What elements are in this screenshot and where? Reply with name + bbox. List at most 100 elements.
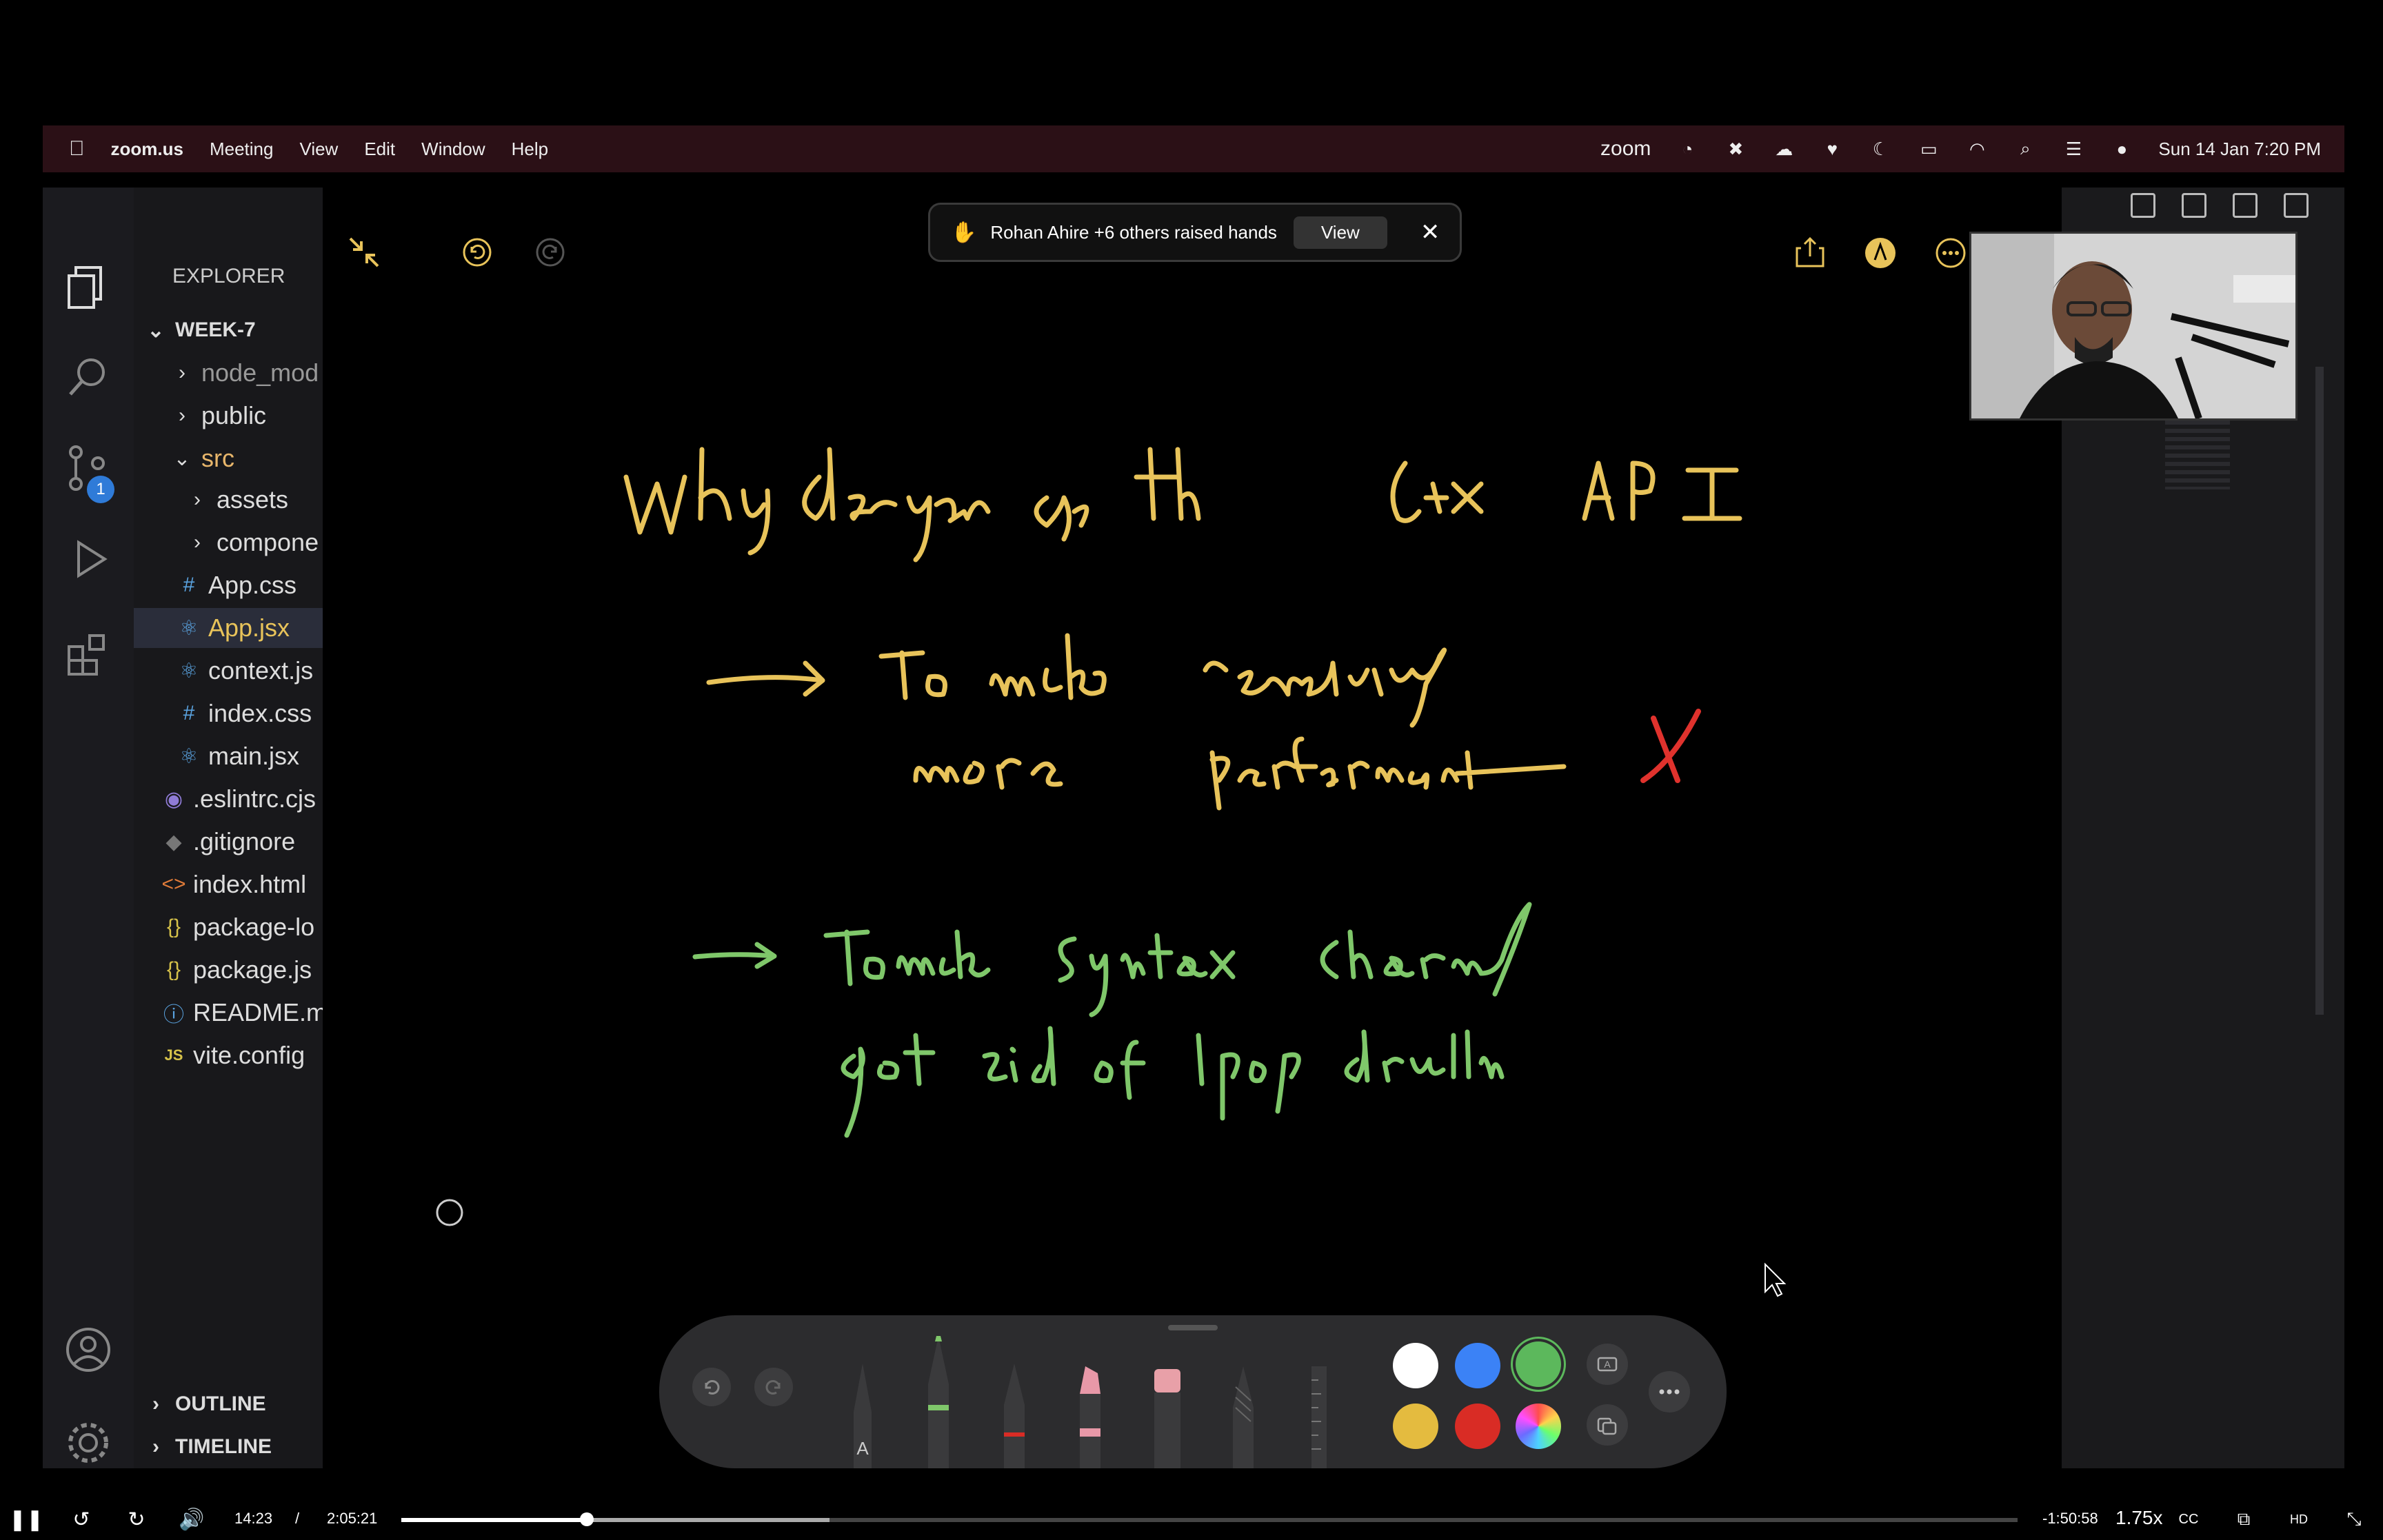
- playback-speed[interactable]: 1.75x: [2115, 1507, 2163, 1528]
- search-icon[interactable]: [63, 353, 113, 403]
- timeline-section[interactable]: ›TIMELINE: [142, 1427, 331, 1467]
- zoom-status-label[interactable]: zoom: [1600, 137, 1651, 160]
- color-swatch-white[interactable]: [1393, 1343, 1438, 1388]
- source-control-icon[interactable]: [63, 443, 119, 498]
- menu-meeting[interactable]: Meeting: [194, 138, 274, 159]
- markup-pen-icon[interactable]: [1863, 236, 1898, 270]
- tree-item-assets[interactable]: ›assets: [183, 480, 372, 520]
- tree-root-week-7[interactable]: ⌄WEEK-7: [142, 310, 331, 350]
- settings-gear-icon[interactable]: [63, 1418, 113, 1468]
- tree-item-main-jsx[interactable]: ⚛main.jsx: [175, 736, 364, 776]
- tree-item-index-html[interactable]: <>index.html: [160, 864, 349, 904]
- tree-item-eslintrc[interactable]: ◉.eslintrc.cjs: [160, 779, 349, 819]
- color-swatch-green-selected[interactable]: [1516, 1341, 1561, 1387]
- chevron-right-icon: ›: [179, 361, 185, 384]
- customize-layout-icon[interactable]: [2284, 193, 2309, 218]
- tree-item-gitignore[interactable]: ◆.gitignore: [160, 822, 349, 862]
- apple-icon[interactable]: : [69, 137, 85, 161]
- exit-fullscreen-icon[interactable]: ⤡: [2346, 1508, 2362, 1529]
- whiteboard-canvas[interactable]: [323, 188, 2062, 1468]
- app-tray-icon[interactable]: ✖: [1728, 138, 1744, 159]
- outline-section[interactable]: ›OUTLINE: [142, 1384, 331, 1424]
- tree-item-label: App.jsx: [208, 614, 290, 642]
- toggle-primary-sidebar-icon[interactable]: [2131, 193, 2155, 218]
- highlighter-tool-icon[interactable]: [1073, 1366, 1107, 1468]
- toggle-panel-icon[interactable]: [2182, 193, 2206, 218]
- menu-help[interactable]: Help: [496, 138, 548, 159]
- eraser-tool-icon[interactable]: [1150, 1366, 1185, 1468]
- color-picker-rainbow[interactable]: [1516, 1404, 1561, 1449]
- focus-moon-icon[interactable]: ☾: [1872, 138, 1889, 159]
- color-swatch-blue[interactable]: [1455, 1343, 1500, 1388]
- tree-item-src[interactable]: ⌄src: [168, 438, 357, 478]
- toolbar-redo-icon[interactable]: [753, 1366, 794, 1408]
- webcam-video[interactable]: [1969, 232, 2297, 421]
- presenter-video-image: [1971, 234, 2295, 418]
- menu-edit[interactable]: Edit: [348, 138, 395, 159]
- siri-icon[interactable]: ●: [2116, 138, 2128, 159]
- tree-item-app-jsx[interactable]: ⚛App.jsx: [134, 608, 323, 648]
- tree-item-components[interactable]: ›compone: [183, 523, 372, 563]
- run-debug-icon[interactable]: [63, 536, 113, 585]
- undo-icon[interactable]: [461, 236, 494, 269]
- volume-icon[interactable]: 🔊: [179, 1508, 205, 1531]
- progress-track[interactable]: [401, 1518, 2018, 1522]
- picture-in-picture-icon[interactable]: ⧉: [2237, 1508, 2251, 1529]
- minimap[interactable]: [2165, 421, 2230, 489]
- vpn-icon[interactable]: ♥: [1827, 138, 1838, 159]
- ruler-tool-icon[interactable]: [1309, 1366, 1329, 1468]
- menu-view[interactable]: View: [283, 138, 338, 159]
- tree-item-package-json[interactable]: {}package.js: [160, 950, 349, 990]
- tree-item-public[interactable]: ›public: [168, 396, 357, 436]
- collapse-icon[interactable]: [346, 234, 382, 270]
- toolbar-more-icon[interactable]: [1648, 1370, 1691, 1413]
- color-swatch-yellow[interactable]: [1393, 1404, 1438, 1449]
- tree-item-label: .eslintrc.cjs: [193, 784, 316, 813]
- rewind-icon[interactable]: ↺: [72, 1508, 90, 1531]
- close-icon[interactable]: ✕: [1420, 219, 1440, 245]
- progress-scrubber-handle[interactable]: [579, 1512, 594, 1526]
- pause-icon[interactable]: ❚❚: [8, 1508, 44, 1531]
- more-options-icon[interactable]: [1933, 236, 1968, 270]
- forward-icon[interactable]: ↻: [128, 1508, 145, 1531]
- extensions-icon[interactable]: [63, 629, 113, 678]
- toggle-secondary-sidebar-icon[interactable]: [2233, 193, 2258, 218]
- pencil-tool-red-icon[interactable]: [998, 1364, 1030, 1468]
- lasso-tool-icon[interactable]: [1226, 1366, 1260, 1468]
- toolbar-drag-handle[interactable]: [1168, 1325, 1218, 1330]
- menu-app-name[interactable]: zoom.us: [95, 138, 183, 159]
- cloud-icon[interactable]: ☁: [1775, 138, 1793, 159]
- hd-quality-icon[interactable]: HD: [2290, 1512, 2308, 1526]
- explorer-files-icon[interactable]: [63, 263, 113, 313]
- tree-item-label: index.css: [208, 699, 312, 727]
- search-icon[interactable]: ⌕: [2020, 138, 2031, 159]
- pen-tool-green-icon[interactable]: [921, 1336, 956, 1468]
- control-center-icon[interactable]: ☰: [2065, 138, 2082, 159]
- tree-item-context-js[interactable]: ⚛context.js: [175, 651, 364, 691]
- wifi-icon[interactable]: ◠: [1969, 138, 1985, 159]
- tree-item-package-lock[interactable]: {}package-lo: [160, 907, 349, 947]
- tree-item-app-css[interactable]: #App.css: [175, 565, 364, 605]
- info-icon: ⓘ: [163, 1004, 184, 1026]
- extension-icon[interactable]: ◔: [1682, 138, 1693, 159]
- captions-icon[interactable]: CC: [2178, 1511, 2199, 1527]
- editor-scrollbar[interactable]: [2315, 367, 2324, 1015]
- redo-icon[interactable]: [534, 236, 567, 269]
- monoline-pen-tool-icon[interactable]: A: [845, 1357, 880, 1468]
- tree-root-label: WEEK-7: [175, 318, 256, 341]
- account-icon[interactable]: [63, 1325, 113, 1375]
- text-box-icon[interactable]: A: [1586, 1343, 1629, 1386]
- chevron-right-icon: ›: [194, 488, 201, 511]
- tree-item-node-modules[interactable]: ›node_mod: [168, 353, 357, 393]
- view-button[interactable]: View: [1293, 216, 1387, 249]
- tree-item-index-css[interactable]: #index.css: [175, 693, 364, 733]
- tree-item-label: main.jsx: [208, 742, 300, 770]
- color-swatch-red[interactable]: [1455, 1404, 1500, 1449]
- toolbar-undo-icon[interactable]: [691, 1366, 732, 1408]
- menu-window[interactable]: Window: [405, 138, 485, 159]
- battery-icon[interactable]: ▭: [1920, 138, 1938, 159]
- shapes-icon[interactable]: [1586, 1404, 1629, 1446]
- share-icon[interactable]: [1793, 234, 1827, 270]
